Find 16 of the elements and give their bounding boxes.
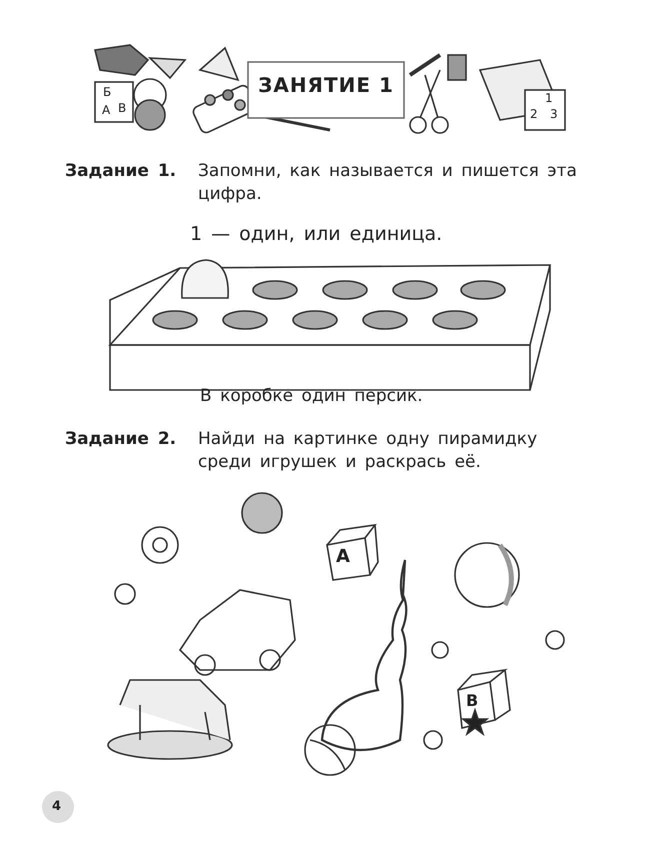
- task-text: Запомни, как называется и пишется эта цифра.: [198, 160, 578, 206]
- digit-caption: 1 — один, или единица.: [190, 222, 444, 247]
- cube-letter: В: [466, 690, 478, 712]
- cube-digit: 3: [550, 106, 558, 122]
- task-number: Задание 2.: [65, 428, 176, 451]
- page-number: 4: [52, 798, 62, 816]
- cube-letter: Б: [103, 84, 112, 100]
- cube-letter: В: [118, 100, 126, 116]
- cube-digit: 2: [530, 106, 538, 122]
- task-text: Найди на картинке одну пирамидку среди игрушек и раскрась её.: [198, 428, 538, 474]
- caption: В коробке один персик.: [200, 385, 424, 408]
- lesson-title: ЗАНЯТИЕ 1: [257, 72, 395, 99]
- task-number: Задание 1.: [65, 160, 176, 183]
- cube-digit: 1: [545, 90, 553, 106]
- cube-letter: А: [336, 545, 350, 569]
- cube-letter: А: [102, 102, 110, 118]
